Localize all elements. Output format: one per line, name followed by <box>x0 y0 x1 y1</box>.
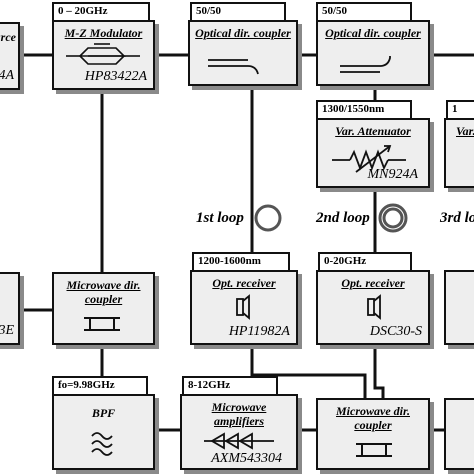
bpf-wave-icon <box>91 432 113 456</box>
coupler-b-name: Optical dir. coupler <box>325 26 421 40</box>
receiver-2-name: Opt. receiver <box>341 276 405 290</box>
modulator-symbol-icon <box>66 43 140 65</box>
second-loop-label: 2nd loop <box>316 210 370 226</box>
modulator-model: HP83422A <box>84 69 147 84</box>
receiver-1-name: Opt. receiver <box>212 276 276 290</box>
receiver-1-model: HP11982A <box>228 324 290 339</box>
source-block-partial: urce 4A <box>0 22 20 90</box>
optical-coupler-a-block: Optical dir. coupler <box>188 20 298 86</box>
attenuator-spec-tab: 1300/1550nm <box>316 100 412 120</box>
modulator-name: M-Z Modulator <box>64 26 143 40</box>
attenuator-partial-spec-tab: 1 <box>446 100 474 120</box>
left-block-partial: 3E <box>0 272 20 345</box>
bpf-block: BPF <box>52 394 155 470</box>
modulator-spec-tab: 0 – 20GHz <box>52 2 150 22</box>
right-block-partial <box>444 270 474 345</box>
microwave-coupler-right-block: Microwave dir. coupler <box>316 398 430 470</box>
source-name-partial: urce <box>0 30 16 44</box>
attenuator-block: Var. Attenuator MN924A <box>316 118 430 188</box>
amplifiers-triangle-icon <box>204 432 274 450</box>
coupler-b-symbol-icon <box>340 56 391 73</box>
attenuator-model: MN924A <box>367 167 418 182</box>
amplifiers-model: AXM543304 <box>211 451 282 466</box>
optical-receiver-2-block: Opt. receiver DSC30-S <box>316 270 430 345</box>
amplifiers-spec-tab: 8-12GHz <box>182 376 278 396</box>
attenuator-symbol-icon <box>332 145 406 173</box>
left-model-partial: 3E <box>0 323 14 338</box>
bpf-spec-tab: fo=9.98GHz <box>52 376 148 396</box>
mw-coupler-right-symbol-icon <box>356 443 392 457</box>
receiver-2-spec-tab: 0-20GHz <box>318 252 412 272</box>
receiver-1-photodiode-icon <box>236 294 250 320</box>
mw-coupler-left-symbol-icon <box>84 317 120 331</box>
optical-coupler-b-block: Optical dir. coupler <box>316 20 430 86</box>
attenuator-block-partial: Var. <box>444 118 474 188</box>
attenuator-name: Var. Attenuator <box>335 124 411 138</box>
coupler-a-spec-tab: 50/50 <box>190 2 286 22</box>
receiver-1-spec-tab: 1200-1600nm <box>192 252 290 272</box>
coupler-a-symbol-icon <box>208 59 259 75</box>
bpf-name: BPF <box>91 406 116 420</box>
coupler-a-name: Optical dir. coupler <box>195 26 291 40</box>
amplifiers-name: Microwave amplifiers <box>211 400 267 428</box>
mw-coupler-right-name: Microwave dir. coupler <box>336 404 410 432</box>
third-loop-label: 3rd lo <box>440 210 474 226</box>
modulator-block: M-Z Modulator HP83422A <box>52 20 155 90</box>
coupler-b-spec-tab: 50/50 <box>316 2 412 22</box>
attenuator-partial-name: Var. <box>456 124 474 138</box>
microwave-amplifiers-block: Microwave amplifiers AXM543304 <box>180 394 298 470</box>
mw-coupler-left-name: Microwave dir. coupler <box>66 278 141 306</box>
receiver-2-photodiode-icon <box>367 294 381 320</box>
optical-receiver-1-block: Opt. receiver HP11982A <box>190 270 298 345</box>
first-loop-label: 1st loop <box>196 210 244 226</box>
microwave-coupler-left-block: Microwave dir. coupler <box>52 272 155 345</box>
right-bottom-block-partial <box>444 398 474 470</box>
source-model-partial: 4A <box>0 68 14 83</box>
receiver-2-model: DSC30-S <box>369 324 422 339</box>
